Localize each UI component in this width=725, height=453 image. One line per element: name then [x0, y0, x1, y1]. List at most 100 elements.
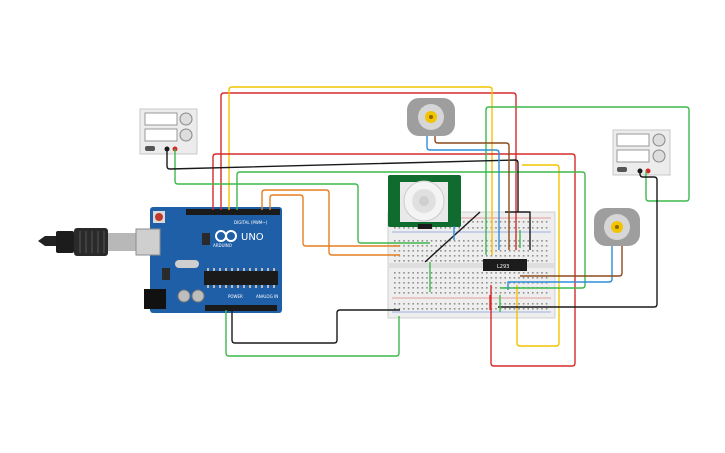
breadboard-hole [467, 303, 470, 305]
breadboard-hole [449, 287, 451, 289]
breadboard-hole [398, 308, 401, 310]
breadboard-hole [476, 308, 479, 310]
wire-blue-top [426, 136, 500, 250]
pir-motion-sensor[interactable] [388, 175, 461, 229]
breadboard-hole [499, 250, 502, 252]
breadboard-hole [463, 240, 465, 242]
breadboard-hole [463, 260, 465, 262]
breadboard-hole [435, 287, 437, 289]
breadboard-hole [476, 245, 479, 247]
breadboard-hole [518, 277, 520, 279]
breadboard-hole [541, 272, 543, 274]
breadboard-hole [403, 227, 405, 229]
breadboard-hole [412, 227, 414, 229]
breadboard-hole [532, 308, 534, 310]
breadboard-hole [412, 303, 414, 305]
breadboard-hole [481, 272, 483, 274]
breadboard-hole [453, 282, 456, 284]
breadboard-hole [499, 282, 502, 284]
breadboard-hole [481, 221, 483, 223]
breadboard-hole [435, 227, 437, 229]
breadboard-hole [545, 255, 548, 257]
breadboard-hole [403, 245, 405, 247]
l293-driver-chip[interactable]: L293 [483, 259, 527, 271]
breadboard-hole [513, 240, 516, 242]
breadboard-hole [449, 272, 451, 274]
dc-motor-top[interactable] [407, 98, 455, 136]
power-supply-left[interactable] [139, 108, 198, 155]
breadboard-hole [509, 277, 511, 279]
breadboard-hole [426, 292, 428, 294]
breadboard-hole [522, 277, 525, 279]
breadboard-hole [407, 272, 410, 274]
breadboard-hole [509, 292, 511, 294]
breadboard-hole [394, 227, 396, 229]
breadboard-hole [444, 277, 447, 279]
breadboard-hole [444, 303, 447, 305]
breadboard-hole [481, 250, 483, 252]
breadboard-hole [472, 303, 474, 305]
breadboard-hole [472, 221, 474, 223]
breadboard[interactable] [387, 211, 556, 319]
breadboard-hole [440, 240, 442, 242]
breadboard-hole [541, 227, 543, 229]
breadboard-hole [476, 303, 479, 305]
breadboard-hole [426, 272, 428, 274]
breadboard-hole [449, 227, 451, 229]
breadboard-hole [486, 245, 488, 247]
breadboard-hole [476, 255, 479, 257]
breadboard-hole [407, 240, 410, 242]
breadboard-hole [476, 287, 479, 289]
breadboard-hole [522, 227, 525, 229]
breadboard-hole [541, 250, 543, 252]
breadboard-hole [417, 260, 419, 262]
breadboard-hole [536, 250, 539, 252]
breadboard-hole [394, 277, 396, 279]
breadboard-hole [536, 308, 539, 310]
breadboard-hole [407, 277, 410, 279]
breadboard-hole [421, 240, 424, 242]
breadboard-hole [527, 303, 529, 305]
breadboard-hole [398, 287, 401, 289]
breadboard-hole [532, 255, 534, 257]
breadboard-hole [541, 308, 543, 310]
breadboard-hole [486, 250, 488, 252]
breadboard-hole [545, 303, 548, 305]
breadboard-hole [440, 227, 442, 229]
breadboard-hole [430, 287, 433, 289]
breadboard-hole [467, 287, 470, 289]
breadboard-hole [463, 245, 465, 247]
breadboard-hole [490, 255, 493, 257]
breadboard-hole [435, 240, 437, 242]
breadboard-hole [495, 221, 497, 223]
breadboard-hole [430, 240, 433, 242]
breadboard-hole [467, 308, 470, 310]
dc-motor-right[interactable] [594, 208, 640, 246]
breadboard-hole [398, 292, 401, 294]
breadboard-hole [536, 292, 539, 294]
breadboard-hole [536, 303, 539, 305]
breadboard-hole [504, 272, 506, 274]
breadboard-hole [417, 282, 419, 284]
breadboard-hole [421, 277, 424, 279]
breadboard-hole [398, 282, 401, 284]
breadboard-hole [403, 308, 405, 310]
power-supply-right[interactable] [612, 129, 671, 176]
breadboard-hole [527, 255, 529, 257]
breadboard-hole [522, 221, 525, 223]
breadboard-hole [458, 287, 460, 289]
breadboard-hole [449, 303, 451, 305]
breadboard-hole [453, 277, 456, 279]
breadboard-hole [495, 245, 497, 247]
breadboard-hole [472, 250, 474, 252]
breadboard-hole [545, 240, 548, 242]
breadboard-hole [421, 272, 424, 274]
breadboard-hole [504, 245, 506, 247]
breadboard-hole [394, 303, 396, 305]
breadboard-hole [532, 227, 534, 229]
breadboard-hole [430, 250, 433, 252]
arduino-uno-board[interactable]: UNO ARDUINO DIGITAL (PWM~) POWER ANALOG … [135, 207, 282, 313]
breadboard-hole [435, 292, 437, 294]
breadboard-hole [403, 303, 405, 305]
breadboard-hole [545, 245, 548, 247]
